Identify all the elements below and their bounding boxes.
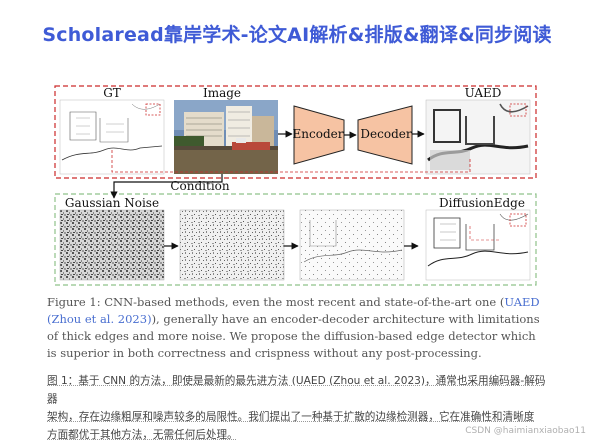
translation-line-2: 架构，存在边缘粗厚和噪声较多的局限性。我们提出了一种基于扩散的边缘检测器，它在准… <box>47 411 535 423</box>
uaed-pipeline-box <box>54 85 537 179</box>
uaed-output-map <box>425 99 531 175</box>
noise-panel-3 <box>299 209 405 281</box>
diffusionedge-label: DiffusionEdge <box>439 196 525 210</box>
translation-line-1: 图 1：基于 CNN 的方法，即使是最新的最先进方法 (UAED (Zhou e… <box>47 375 546 405</box>
figure-diagram: GT Image UAED Encoder Decoder <box>54 85 537 286</box>
app-banner-title: Scholaread靠岸学术-论文AI解析&排版&翻译&同步阅读 <box>42 24 552 46</box>
decoder-block: Decoder <box>357 105 413 165</box>
uaed-label: UAED <box>465 86 502 100</box>
gt-label: GT <box>103 86 121 100</box>
image-label: Image <box>203 86 241 100</box>
condition-label: Condition <box>170 179 230 193</box>
citation-link[interactable]: UAED (Zhou et al. 2023) <box>47 295 540 326</box>
noise-panel-2 <box>179 209 285 281</box>
diffusionedge-output-map <box>425 209 531 281</box>
watermark: CSDN @haimianxiaobao11 <box>465 426 586 436</box>
input-photo <box>174 100 278 174</box>
caption-translation: 图 1：基于 CNN 的方法，即使是最新的最先进方法 (UAED (Zhou e… <box>47 372 552 444</box>
encoder-block: Encoder <box>293 105 345 165</box>
svg-text:Encoder: Encoder <box>293 127 344 141</box>
gaussian-noise-label: Gaussian Noise <box>65 196 159 210</box>
diffusion-pipeline-box <box>54 193 537 286</box>
translation-line-3: 方面都优于其他方法，无需任何后处理。 <box>47 429 238 441</box>
svg-text:Decoder: Decoder <box>360 127 411 141</box>
noise-panel-1 <box>59 209 165 281</box>
figure-caption: Figure 1: CNN-based methods, even the mo… <box>47 295 540 360</box>
